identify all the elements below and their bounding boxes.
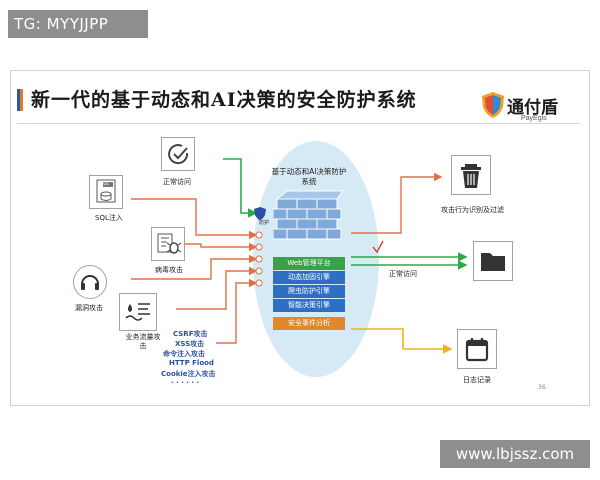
block-output-box xyxy=(451,155,491,195)
block-output-label: 攻击行为识别及过滤 xyxy=(441,206,504,214)
module-ai-decision: 智能决策引擎 xyxy=(273,299,345,312)
attack-list-item: XSS攻击 xyxy=(175,340,205,348)
sql-injection-label: SQL注入 xyxy=(95,214,123,222)
logo-name-cn: 通付盾 xyxy=(507,98,558,118)
log-output-label: 日志记录 xyxy=(463,376,491,384)
mini-shield-icon xyxy=(254,207,266,220)
vuln-attack-box xyxy=(73,265,107,299)
logo-name-en: PayEgis xyxy=(521,115,547,122)
normal-access-box xyxy=(161,137,195,171)
traffic-attack-label: 业务流量攻击 xyxy=(125,333,161,350)
attack-list-item: 命令注入攻击 xyxy=(163,350,205,358)
attack-list-item: Cookie注入攻击 xyxy=(161,370,216,378)
firewall-icon xyxy=(273,190,344,240)
watermark-bottom: www.lbjssz.com xyxy=(440,440,590,468)
page-number: 36 xyxy=(538,384,546,391)
normal-output-box xyxy=(473,241,513,281)
log-output-box xyxy=(457,329,497,369)
attack-list-item: HTTP Flood xyxy=(169,359,214,367)
normal-output-label: 正常访问 xyxy=(389,270,417,278)
trash-icon xyxy=(461,164,481,188)
slide: 新一代的基于动态和AI决策的安全防护系统 通付盾 PayEgis xyxy=(10,70,590,406)
attack-list-item: CSRF攻击 xyxy=(173,330,208,338)
folder-icon xyxy=(481,253,505,271)
virus-attack-box xyxy=(151,227,185,261)
module-dynamic-hardening: 动态加固引擎 xyxy=(273,271,345,284)
normal-access-label: 正常访问 xyxy=(163,178,191,186)
title-accent-bar xyxy=(17,89,23,111)
traffic-icon xyxy=(125,303,150,321)
module-event-analysis: 安全事件分析 xyxy=(273,317,345,330)
check-circle-icon xyxy=(168,144,189,165)
slide-title: 新一代的基于动态和AI决策的安全防护系统 xyxy=(31,89,417,111)
mini-shield-label: 防护 xyxy=(259,220,270,226)
sql-injection-box xyxy=(89,175,123,209)
vuln-attack-label: 漏洞攻击 xyxy=(75,304,103,312)
title-divider xyxy=(17,123,581,124)
module-crawler-protection: 爬虫防护引擎 xyxy=(273,285,345,298)
core-label: 基于动态和AI决策防护系统 xyxy=(271,167,347,186)
module-web-platform: Web管理平台 xyxy=(273,257,345,270)
virus-attack-label: 病毒攻击 xyxy=(155,266,183,274)
calendar-icon xyxy=(465,338,489,362)
watermark-top: TG: MYYJJPP xyxy=(8,10,148,38)
traffic-attack-box xyxy=(119,293,157,331)
sql-icon-text: SQL xyxy=(101,181,109,186)
attack-list-ellipsis: · · · · · · xyxy=(171,379,200,387)
bug-icon xyxy=(157,233,182,254)
database-icon xyxy=(96,179,116,203)
headset-icon xyxy=(81,275,99,290)
shield-logo-icon xyxy=(482,92,504,118)
